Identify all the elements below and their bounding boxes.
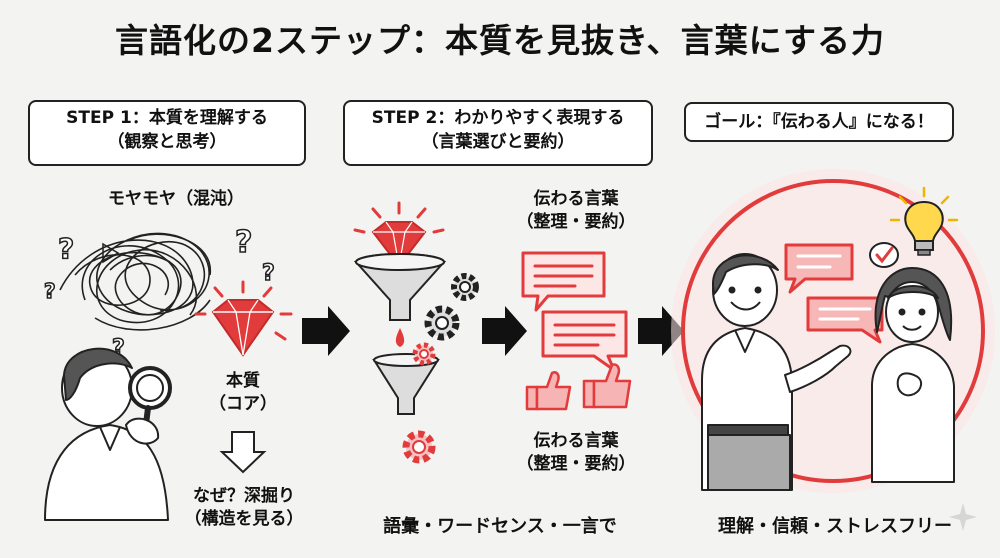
thinking-man-icon xyxy=(44,347,172,521)
words-label-top-line2: （整理・要約） xyxy=(516,212,636,232)
speech-bubble-icon xyxy=(521,251,606,312)
step1-subtitle: （観察と思考） xyxy=(107,132,227,152)
svg-text:?: ? xyxy=(44,279,56,303)
light-bulb-icon xyxy=(889,186,959,256)
words-label-top: 伝わる言葉 （整理・要約） xyxy=(505,188,647,234)
right-arrow-icon xyxy=(482,306,527,356)
svg-text:?: ? xyxy=(235,225,252,260)
gear-icon xyxy=(412,342,436,366)
dig-deeper-line1: なぜ？深掘り xyxy=(193,486,295,506)
gear-icon xyxy=(424,305,460,341)
sparkle-icon xyxy=(949,503,977,531)
core-label-line1: 本質 xyxy=(226,371,260,391)
dig-deeper-label: なぜ？深掘り （構造を見る） xyxy=(156,485,332,531)
smiling-woman-icon xyxy=(871,267,955,483)
drop-icon xyxy=(395,328,405,347)
thumbs-up-icon xyxy=(525,371,572,411)
triangle-doodle-icon xyxy=(102,242,120,264)
funnel-icon xyxy=(353,253,447,321)
right-arrow-icon xyxy=(302,306,350,356)
thumbs-up-icon xyxy=(582,363,632,409)
gear-icon xyxy=(402,430,436,464)
smiling-man-icon xyxy=(701,253,852,491)
step2-footer: 語彙・ワードセンス・一言で xyxy=(383,516,617,537)
chaos-scribble-icon xyxy=(59,232,211,331)
core-label-line2: （コア） xyxy=(209,394,277,414)
core-gem-icon xyxy=(194,280,293,357)
words-label-bottom-line2: （整理・要約） xyxy=(516,454,636,474)
speech-bubble-icon xyxy=(784,243,854,294)
svg-text:?: ? xyxy=(58,232,74,265)
down-arrow-icon xyxy=(219,431,267,474)
svg-text:?: ? xyxy=(262,261,275,286)
step1-header: STEP 1：本質を理解する （観察と思考） xyxy=(28,100,306,166)
core-label: 本質 （コア） xyxy=(188,370,298,416)
step2-header: STEP 2：わかりやすく表現する （言葉選びと要約） xyxy=(343,100,653,166)
page-title: 言語化の2ステップ：本質を見抜き、言葉にする力 xyxy=(115,21,885,60)
check-bubble-icon xyxy=(869,242,899,268)
goal-title: ゴール：『伝わる人』になる！ xyxy=(704,112,934,132)
speech-bubble-icon xyxy=(541,310,628,372)
words-label-top-line1: 伝わる言葉 xyxy=(533,189,619,209)
chaos-label: モヤモヤ（混沌） xyxy=(108,189,244,209)
words-label-bottom: 伝わる言葉 （整理・要約） xyxy=(505,430,647,476)
step2-subtitle: （言葉選びと要約） xyxy=(421,132,575,152)
gear-icon xyxy=(451,273,479,301)
step2-title: STEP 2：わかりやすく表現する xyxy=(371,108,625,128)
step1-title: STEP 1：本質を理解する xyxy=(66,108,268,128)
goal-header: ゴール：『伝わる人』になる！ xyxy=(684,102,954,142)
words-label-bottom-line1: 伝わる言葉 xyxy=(533,431,619,451)
dig-deeper-line2: （構造を見る） xyxy=(184,509,304,529)
goal-footer: 理解・信頼・ストレスフリー xyxy=(718,516,952,537)
